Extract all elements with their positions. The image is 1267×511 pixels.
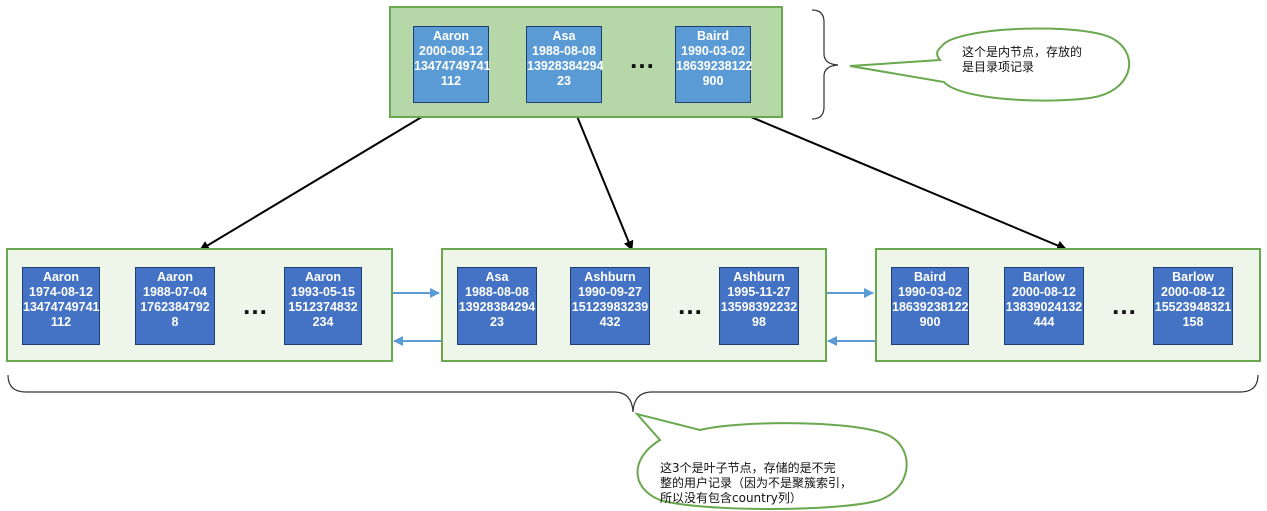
inner-node-callout-text: 这个是内节点，存放的 是目录项记录 [962,45,1082,75]
record-id: 112 [50,315,72,329]
record-name: Aaron [432,29,470,43]
record-date: 1988-07-04 [143,285,207,299]
leaf3-record-2: Barlow 2000-08-12 13839024132 444 [1004,267,1084,345]
record-phone: 1762384792 [140,300,210,314]
record-date: 1974-08-12 [29,285,93,299]
record-phone: 1512374832 [288,300,358,314]
leaf1-record-3: Aaron 1993-05-15 1512374832 234 [284,267,362,345]
pointer-arrow-asa [571,103,634,251]
record-name: Asa [552,29,576,43]
record-id: 234 [312,315,334,329]
record-date: 2000-08-12 [1012,285,1076,299]
root-ellipsis: … [629,44,657,74]
leaf3-record-3: Barlow 2000-08-12 15523948321 158 [1153,267,1233,345]
leaf1-record-2: Aaron 1988-07-04 1762384792 8 [135,267,215,345]
leaf-callout-line-2: 整的用户记录（因为不是聚簇索引， [660,476,853,490]
inner-callout-line-1: 这个是内节点，存放的 [962,45,1083,59]
record-phone: 13474749741 [414,59,491,73]
record-phone: 15123983239 [571,300,649,314]
record-phone: 13928384294 [527,59,604,73]
record-date: 1995-11-27 [727,285,791,299]
record-phone: 13928384294 [458,300,536,314]
record-id: 112 [440,74,462,88]
record-name: Asa [485,270,509,284]
leaf-callout-line-1: 这3个是叶子节点，存储的是不完 [660,461,836,475]
record-name: Ashburn [733,270,785,284]
record-name: Baird [914,270,946,284]
leaf1-record-1: Aaron 1974-08-12 13474749741 112 [22,267,100,345]
record-phone: 13474749741 [23,300,100,314]
leaf3-record-1: Baird 1990-03-02 18639238122 900 [891,267,969,345]
pointer-arrow-aaron [199,102,446,251]
record-phone: 13839024132 [1005,300,1083,314]
record-date: 1990-03-02 [681,44,745,58]
leaf2-ellipsis: … [677,290,705,320]
leaf-node-3: Baird 1990-03-02 18639238122 900 Barlow … [875,248,1261,362]
record-phone: 15523948321 [1154,300,1232,314]
record-id: 432 [599,315,621,329]
record-phone: 13598392232 [720,300,798,314]
record-id: 900 [702,74,724,88]
record-name: Barlow [1023,270,1065,284]
record-name: Aaron [304,270,342,284]
record-id: 444 [1033,315,1055,329]
record-date: 1993-05-15 [291,285,355,299]
record-date: 1988-08-08 [532,44,596,58]
root-brace [811,9,839,120]
record-id: 98 [752,315,766,329]
record-phone: 18639238122 [676,59,753,73]
record-date: 1988-08-08 [465,285,529,299]
record-date: 2000-08-12 [1161,285,1225,299]
record-name: Barlow [1172,270,1214,284]
pointer-arrow-baird [719,103,1067,251]
root-record-1: Aaron 2000-08-12 13474749741 112 [413,26,491,103]
leaf-node-callout-text: 这3个是叶子节点，存储的是不完 整的用户记录（因为不是聚簇索引， 所以没有包含c… [660,461,852,506]
record-name: Aaron [156,270,194,284]
inner-callout-line-2: 是目录项记录 [962,60,1035,74]
record-id: 158 [1182,315,1204,329]
record-phone: 18639238122 [892,300,969,314]
leaves-brace [7,374,1259,413]
leaf-node-1: Aaron 1974-08-12 13474749741 112 Aaron 1… [6,248,393,362]
leaf1-ellipsis: … [242,290,270,320]
leaf-node-2: Asa 1988-08-08 13928384294 23 Ashburn 19… [441,248,827,362]
record-date: 2000-08-12 [419,44,483,58]
leaf-callout-bubble [634,412,908,510]
leaf2-record-1: Asa 1988-08-08 13928384294 23 [457,267,537,345]
record-name: Baird [697,29,729,43]
record-date: 1990-09-27 [578,285,642,299]
leaf-callout-line-3: 所以没有包含country列） [660,491,802,505]
record-id: 23 [490,315,504,329]
root-record-2: Asa 1988-08-08 13928384294 23 [526,26,604,103]
leaf3-ellipsis: … [1111,290,1139,320]
leaf2-record-3: Ashburn 1995-11-27 13598392232 98 [719,267,799,345]
root-record-3: Baird 1990-03-02 18639238122 900 [675,26,753,103]
record-date: 1990-03-02 [898,285,962,299]
record-name: Ashburn [584,270,636,284]
inner-callout-bubble [849,27,1131,102]
record-id: 8 [171,315,179,329]
leaf2-record-2: Ashburn 1990-09-27 15123983239 432 [570,267,650,345]
record-id: 900 [919,315,941,329]
record-name: Aaron [42,270,80,284]
root-node: Aaron 2000-08-12 13474749741 112 Asa 198… [389,6,783,118]
record-id: 23 [557,74,571,88]
